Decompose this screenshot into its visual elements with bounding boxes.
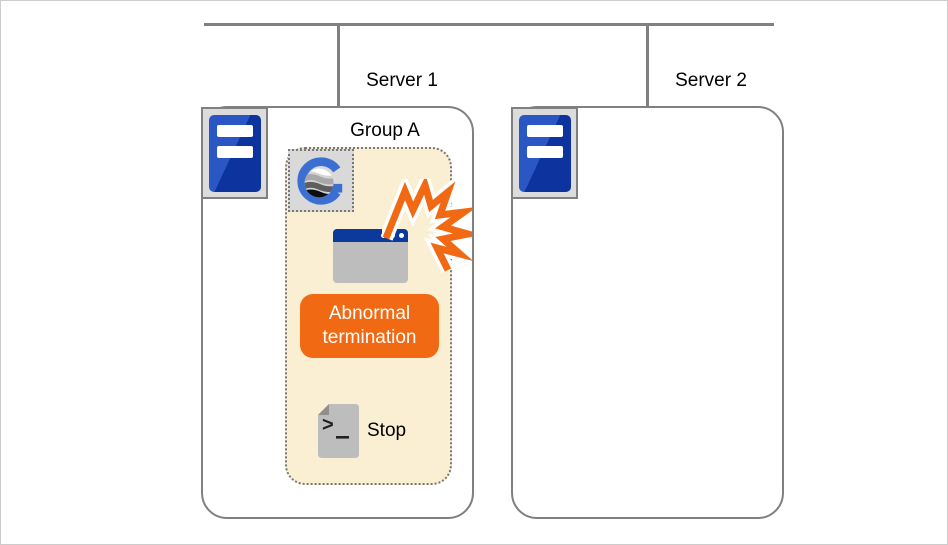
server-icon-slot [216, 145, 253, 158]
window-body [333, 242, 408, 283]
window-dot [399, 233, 404, 238]
server-icon-panel [208, 114, 261, 192]
server1-drop-line [337, 23, 340, 108]
server-icon-slot [216, 124, 253, 137]
server-icon-panel [518, 114, 571, 192]
crash-burst-icon [382, 179, 472, 274]
svg-text:>: > [322, 414, 334, 436]
application-window-icon [333, 229, 408, 283]
server-icon-slot [526, 145, 563, 158]
server1-label: Server 1 [366, 70, 438, 91]
status-badge: Abnormal termination [300, 294, 439, 358]
cluster-logo-graphic [297, 156, 343, 205]
cluster-logo-icon [288, 149, 354, 212]
server2-label: Server 2 [675, 70, 747, 91]
group-a-label: Group A [350, 120, 420, 141]
server2-drop-line [646, 23, 649, 108]
script-file-icon: > [318, 404, 359, 458]
stop-label: Stop [367, 420, 407, 441]
server-icon [511, 107, 578, 199]
server-icon-slot [526, 124, 563, 137]
network-bus-line [204, 23, 774, 26]
server-icon [201, 107, 268, 199]
